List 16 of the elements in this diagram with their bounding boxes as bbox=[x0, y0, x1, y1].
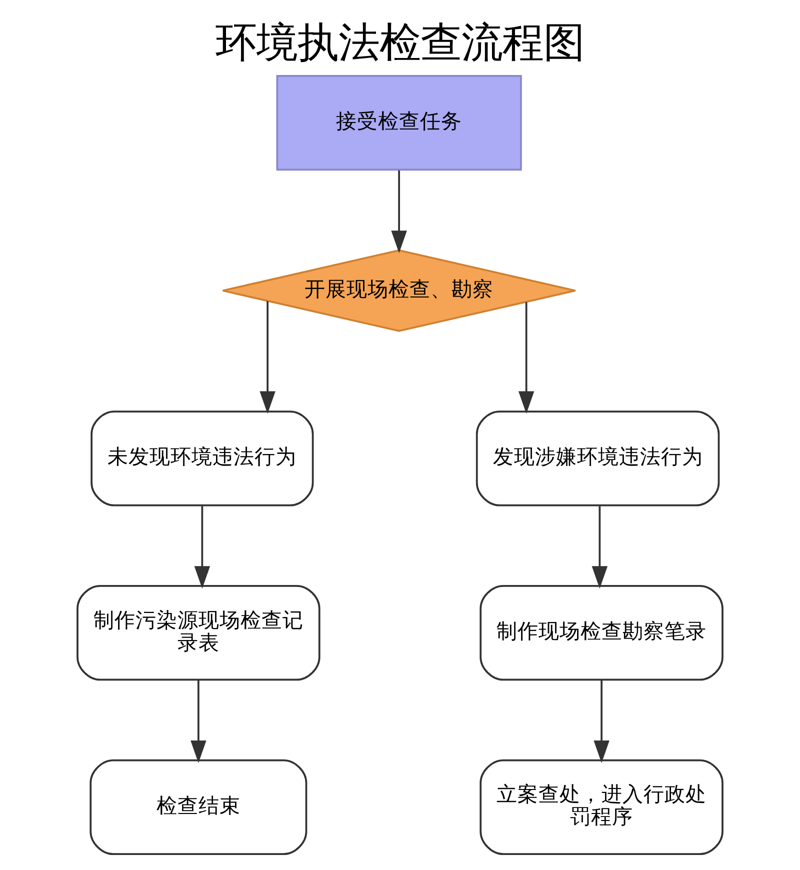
node-box: 制作污染源现场检查记录表 bbox=[76, 585, 320, 681]
arrow bbox=[518, 302, 534, 414]
arrow bbox=[190, 680, 206, 764]
node-diamond: 开展现场检查、勘察 bbox=[222, 249, 576, 332]
arrow bbox=[260, 301, 276, 414]
node-box: 检查结束 bbox=[90, 759, 308, 855]
node-box: 立案查处，进入行政处罚程序 bbox=[480, 759, 724, 855]
node-box: 接受检查任务 bbox=[276, 75, 522, 171]
arrow bbox=[594, 680, 610, 764]
arrow bbox=[194, 506, 210, 589]
node-box: 制作现场检查勘察笔录 bbox=[480, 585, 724, 681]
node-box: 未发现环境违法行为 bbox=[90, 410, 314, 506]
arrow bbox=[391, 170, 407, 254]
diagram-title: 环境执法检查流程图 bbox=[216, 18, 584, 66]
node-box: 发现涉嫌环境违法行为 bbox=[476, 410, 720, 506]
arrow bbox=[592, 506, 608, 589]
